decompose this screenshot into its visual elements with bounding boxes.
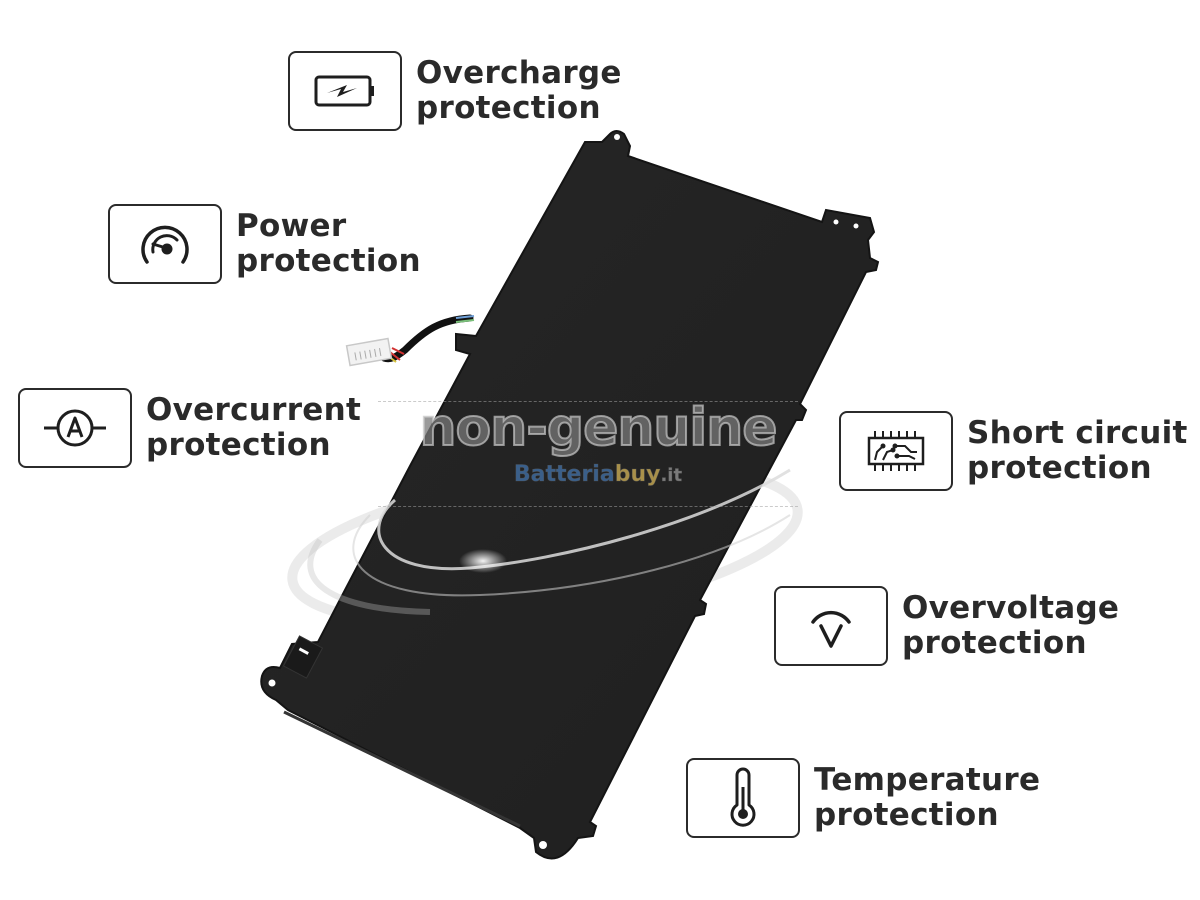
watermark-divider-bottom — [378, 506, 798, 507]
feature-overvoltage: Overvoltage protection — [774, 586, 1119, 666]
feature-short-circuit: Short circuit protection — [839, 411, 1188, 491]
ammeter-icon — [44, 409, 106, 447]
feature-label: Overcurrent protection — [146, 392, 362, 463]
feature-label: Overcharge protection — [416, 55, 622, 126]
icon-box-overcurrent — [18, 388, 132, 468]
icon-box-temperature — [686, 758, 800, 838]
feature-label: Short circuit protection — [967, 415, 1188, 486]
watermark-divider-top — [378, 401, 798, 402]
gauge-icon — [141, 225, 189, 264]
icon-box-power — [108, 204, 222, 284]
icon-box-overvoltage — [774, 586, 888, 666]
thermometer-icon — [730, 767, 756, 827]
circuit-board-icon — [867, 431, 925, 471]
icon-box-short-circuit — [839, 411, 953, 491]
icon-box-overcharge — [288, 51, 402, 131]
feature-temperature: Temperature protection — [686, 758, 1040, 838]
feature-label: Temperature protection — [814, 762, 1041, 833]
feature-overcharge: Overcharge protection — [288, 51, 622, 131]
voltmeter-icon — [811, 610, 851, 648]
feature-overcurrent: Overcurrent protection — [18, 388, 361, 468]
battery-charging-icon — [314, 75, 374, 107]
feature-power: Power protection — [108, 204, 421, 284]
feature-label: Overvoltage protection — [902, 590, 1120, 661]
feature-label: Power protection — [236, 208, 421, 279]
